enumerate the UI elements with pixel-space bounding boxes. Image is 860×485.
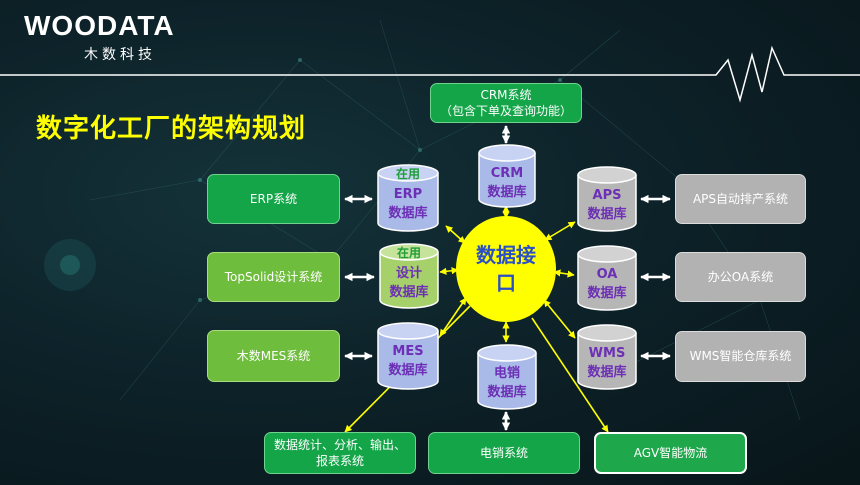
crm-database: CRM 数据库: [477, 144, 537, 208]
wms-system-box: WMS智能仓库系统: [675, 331, 806, 382]
design-database: 在用 设计 数据库: [378, 243, 440, 309]
aps-database: APS 数据库: [576, 166, 638, 232]
link-hub-oa: [553, 269, 575, 278]
erp-db-tag: 在用: [395, 167, 420, 181]
erp-db-label-1: ERP: [393, 187, 423, 202]
design-db-label-2: 数据库: [389, 285, 429, 300]
hub-label-2: 口: [496, 271, 516, 295]
agv-system-label: AGV智能物流: [633, 445, 708, 460]
wms-database: WMS 数据库: [576, 324, 638, 390]
erp-system-box: ERP系统: [207, 174, 340, 224]
link-hub-aps: [544, 221, 576, 241]
link-hub-erp: [445, 225, 466, 244]
erp-db-label-2: 数据库: [388, 206, 428, 221]
oa-database: OA 数据库: [576, 245, 638, 311]
crm-db-label-1: CRM: [490, 166, 524, 181]
topsolid-system-label: TopSolid设计系统: [224, 269, 323, 284]
stats-system-box: 数据统计、分析、输出、报表系统: [264, 432, 416, 474]
topsolid-system-box: TopSolid设计系统: [207, 252, 340, 302]
wms-db-label-1: WMS: [588, 346, 626, 361]
stats-system-label: 数据统计、分析、输出、: [273, 437, 406, 452]
wms-system-label: WMS智能仓库系统: [689, 349, 792, 364]
crm-system-note: （包含下单及查询功能）: [439, 104, 572, 118]
pulse-line: [0, 45, 860, 103]
mes-database: MES 数据库: [376, 322, 440, 390]
crm-system-label: CRM系统: [480, 87, 532, 102]
wms-db-label-2: 数据库: [587, 365, 627, 380]
oa-system-box: 办公OA系统: [675, 252, 806, 302]
logo-subtitle: 木数科技: [84, 47, 156, 63]
aps-db-label-2: 数据库: [587, 207, 627, 222]
agv-system-box: AGV智能物流: [594, 432, 747, 474]
sales-db-label-2: 数据库: [487, 385, 527, 400]
logo-wordmark: WOODATA: [24, 10, 175, 41]
oa-system-label: 办公OA系统: [707, 269, 774, 284]
link-hub-agv: [531, 317, 609, 433]
sales-system-box: 电销系统: [428, 432, 580, 474]
sales-database: 电销 数据库: [476, 344, 538, 410]
design-db-label-1: 设计: [395, 266, 422, 281]
mes-system-box: 木数MES系统: [207, 330, 340, 382]
erp-database: 在用 ERP 数据库: [376, 164, 440, 232]
aps-db-label-1: APS: [592, 188, 622, 203]
link-hub-mes: [439, 297, 467, 337]
crm-system-box: CRM系统 （包含下单及查询功能）: [430, 83, 582, 123]
oa-db-label-2: 数据库: [587, 286, 627, 301]
mes-system-label: 木数MES系统: [236, 348, 311, 363]
page-title: 数字化工厂的架构规划: [36, 114, 307, 144]
crm-db-label-2: 数据库: [487, 185, 527, 200]
design-db-tag: 在用: [396, 246, 421, 260]
erp-system-label: ERP系统: [249, 191, 298, 206]
link-hub-wms: [543, 299, 576, 339]
oa-db-label-1: OA: [596, 267, 618, 282]
link-hub-design: [439, 267, 459, 275]
aps-system-box: APS自动排产系统: [675, 174, 806, 224]
stats-system-label-2: 报表系统: [315, 454, 364, 468]
data-interface-hub: 数据接 口: [456, 216, 556, 322]
aps-system-label: APS自动排产系统: [692, 191, 789, 206]
mes-db-label-1: MES: [392, 344, 424, 359]
hub-label-1: 数据接: [476, 243, 536, 267]
sales-db-label-1: 电销: [493, 366, 520, 381]
mes-db-label-2: 数据库: [388, 363, 428, 378]
sales-system-label: 电销系统: [479, 445, 528, 460]
